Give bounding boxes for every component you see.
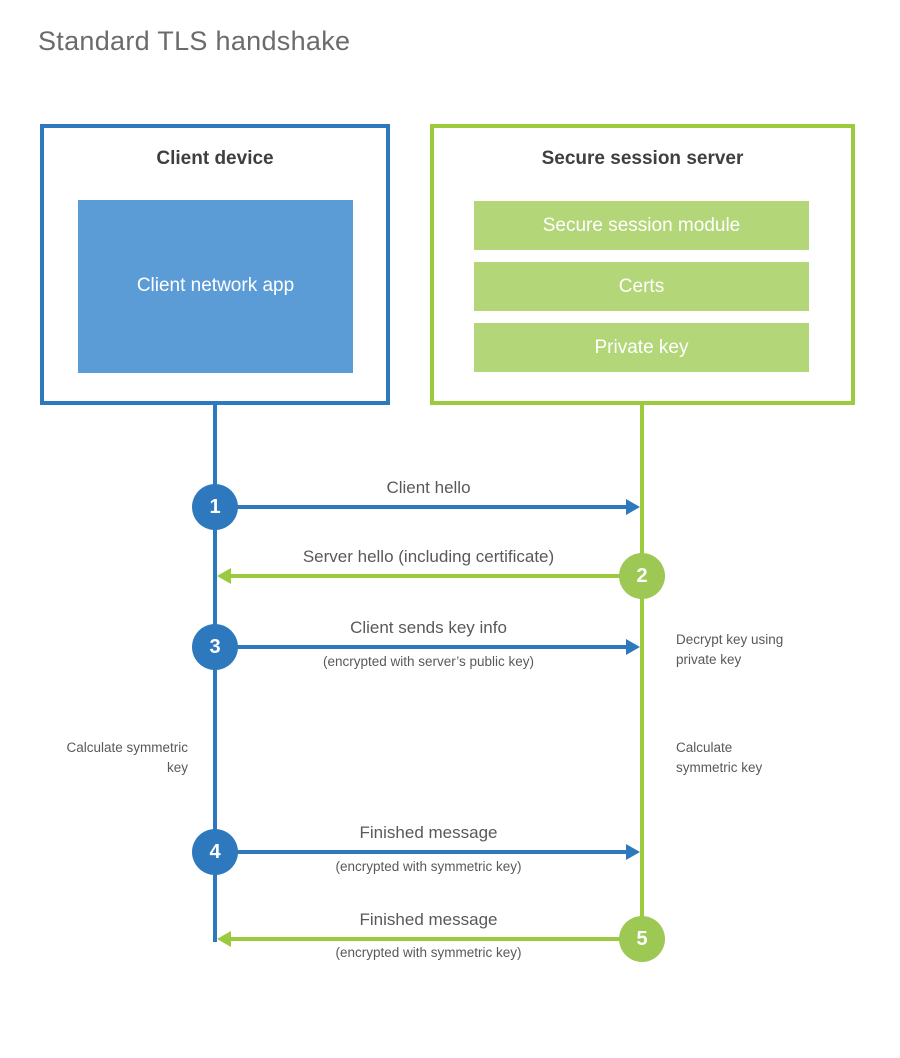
secure-session-server-box: Secure session server Secure session mod… <box>430 124 855 405</box>
secure-session-server-title: Secure session server <box>541 148 744 169</box>
step-3-circle: 3 <box>192 624 238 670</box>
note-calculate-symmetric-key-left: Calculate symmetric key <box>66 740 188 776</box>
server-module-secure-session: Secure session module <box>474 201 809 250</box>
step-1-label: Client hello <box>386 478 471 497</box>
client-network-app-box: Client network app <box>78 200 353 373</box>
step-5-sublabel: (encrypted with symmetric key) <box>335 945 522 960</box>
step-5-circle: 5 <box>619 916 665 962</box>
step-4-arrowhead-icon <box>626 844 640 860</box>
server-module-certs: Certs <box>474 262 809 311</box>
step-3-sublabel: (encrypted with server’s public key) <box>322 654 535 669</box>
step-1-arrowhead-icon <box>626 499 640 515</box>
step-4-circle: 4 <box>192 829 238 875</box>
step-2-arrowhead-icon <box>217 568 231 584</box>
step-2-arrow <box>231 574 642 578</box>
step-5-arrow <box>231 937 642 941</box>
step-3-arrow <box>215 645 628 649</box>
client-device-box: Client device Client network app <box>40 124 390 405</box>
server-lifeline <box>640 405 644 942</box>
step-3-arrowhead-icon <box>626 639 640 655</box>
step-2-circle: 2 <box>619 553 665 599</box>
client-lifeline <box>213 405 217 942</box>
step-4-sublabel: (encrypted with symmetric key) <box>335 859 522 874</box>
server-module-private-key: Private key <box>474 323 809 372</box>
step-1-circle: 1 <box>192 484 238 530</box>
step-5-arrowhead-icon <box>217 931 231 947</box>
client-network-app-label: Client network app <box>136 275 295 297</box>
note-calculate-symmetric-key-right: Calculate symmetric key <box>676 740 763 776</box>
note-decrypt-key: Decrypt key using private key <box>676 632 784 668</box>
step-2-label: Server hello (including certificate) <box>302 547 555 566</box>
step-4-arrow <box>215 850 628 854</box>
step-4-label: Finished message <box>359 823 498 842</box>
step-1-arrow <box>215 505 628 509</box>
page-title: Standard TLS handshake <box>38 26 351 56</box>
step-5-label: Finished message <box>359 910 498 929</box>
client-device-title: Client device <box>156 148 274 169</box>
step-3-label: Client sends key info <box>350 618 507 637</box>
